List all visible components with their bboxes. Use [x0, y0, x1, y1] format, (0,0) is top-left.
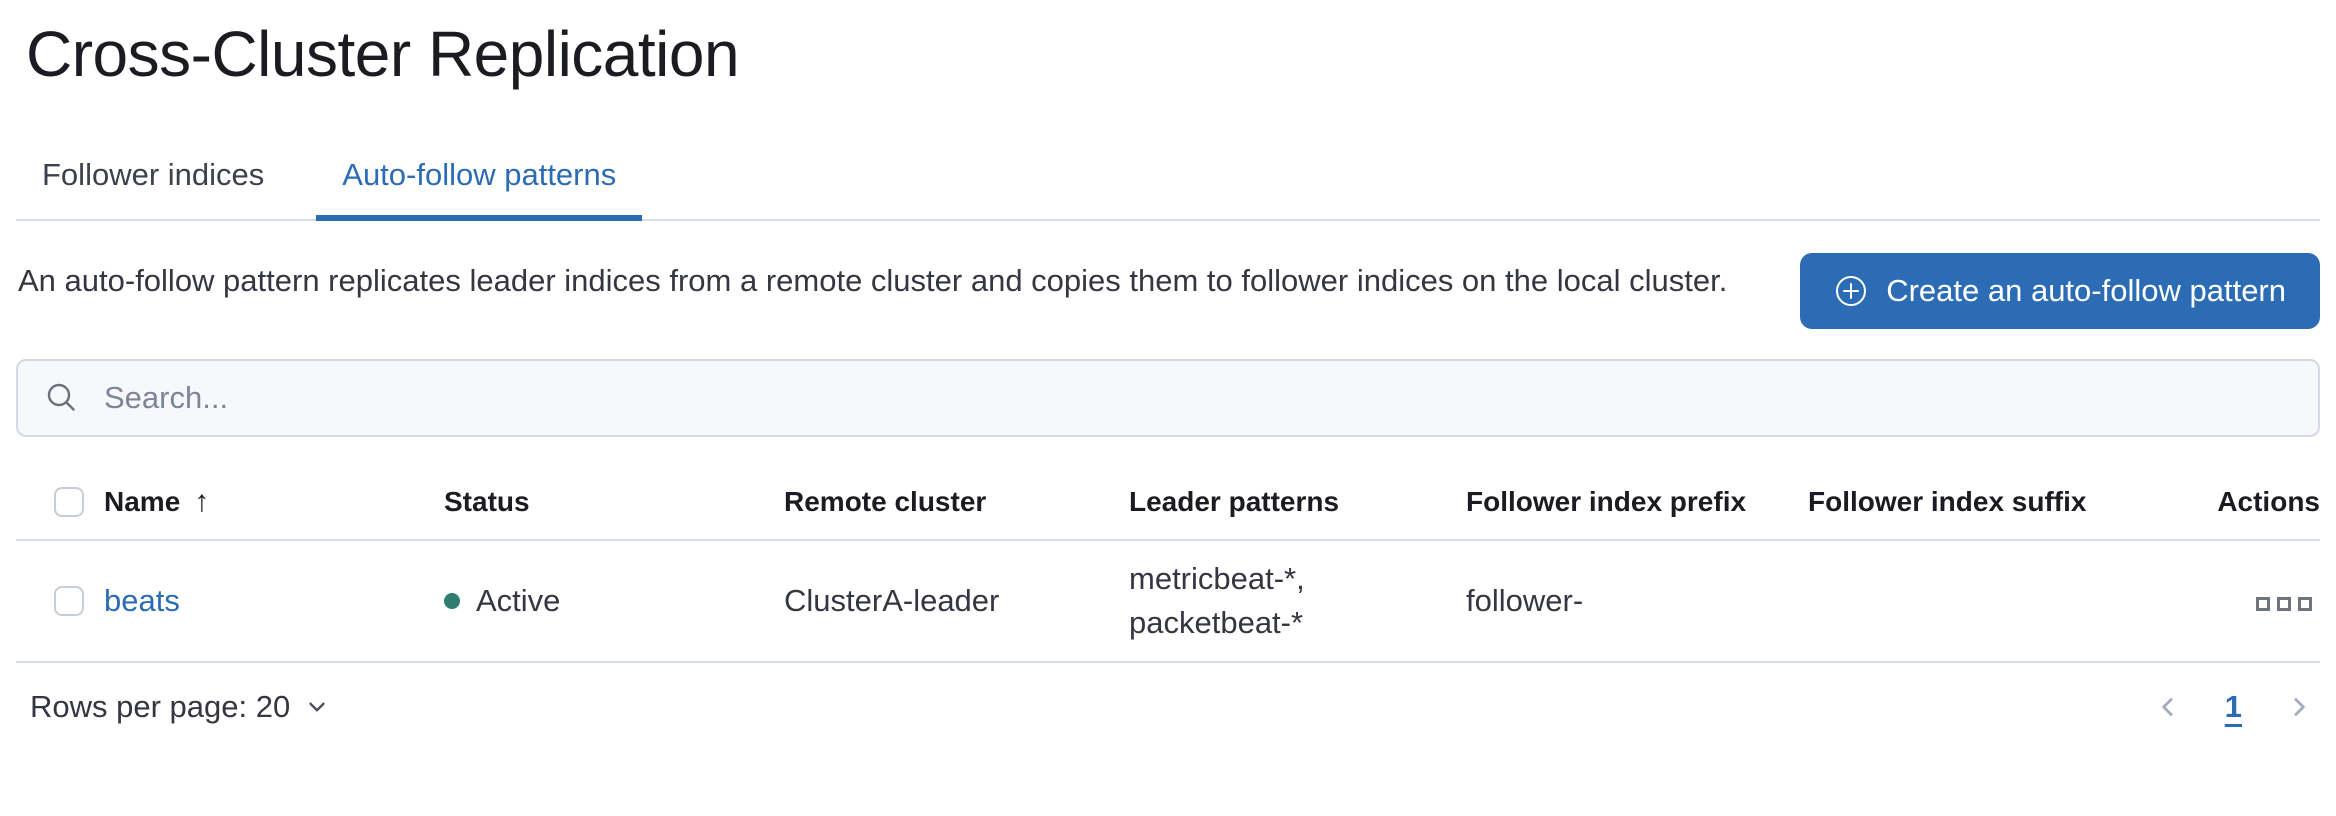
boxes-horizontal-icon: [2256, 597, 2270, 611]
page-description: An auto-follow pattern replicates leader…: [18, 263, 1728, 298]
chevron-right-icon: [2294, 698, 2305, 716]
leader-patterns-cell: metricbeat-*, packetbeat-*: [1129, 540, 1466, 663]
auto-follow-patterns-table: Name ↑ Status Remote cluster Leader patt…: [16, 459, 2320, 663]
pagination: 1: [2153, 689, 2320, 725]
table-footer: Rows per page: 20 1: [16, 689, 2320, 725]
follower-index-suffix-cell: [1808, 540, 2149, 663]
create-auto-follow-pattern-button[interactable]: Create an auto-follow pattern: [1800, 253, 2320, 329]
intro-section: An auto-follow pattern replicates leader…: [16, 253, 2320, 329]
column-header-name[interactable]: Name ↑: [104, 459, 444, 541]
cross-cluster-replication-page: Cross-Cluster Replication Follower indic…: [0, 16, 2336, 725]
column-header-name-label: Name: [104, 486, 181, 517]
row-actions-menu-button[interactable]: [2250, 591, 2318, 617]
column-header-follower-index-suffix: Follower index suffix: [1808, 459, 2149, 541]
previous-page-button[interactable]: [2153, 692, 2183, 722]
boxes-horizontal-icon: [2277, 597, 2291, 611]
chevron-left-icon: [2162, 698, 2173, 716]
follower-index-prefix-cell: follower-: [1466, 540, 1808, 663]
column-header-follower-index-prefix: Follower index prefix: [1466, 459, 1808, 541]
column-header-remote-cluster: Remote cluster: [784, 459, 1129, 541]
column-header-actions: Actions: [2149, 459, 2320, 541]
next-page-button[interactable]: [2284, 692, 2314, 722]
column-header-leader-patterns: Leader patterns: [1129, 459, 1466, 541]
search-input[interactable]: [102, 379, 2292, 417]
page-number-1[interactable]: 1: [2224, 689, 2242, 724]
tab-bar: Follower indices Auto-follow patterns: [16, 157, 2320, 221]
pattern-name-link[interactable]: beats: [104, 583, 180, 618]
select-all-checkbox[interactable]: [54, 487, 84, 517]
boxes-horizontal-icon: [2298, 597, 2312, 611]
column-header-status: Status: [444, 459, 784, 541]
row-checkbox[interactable]: [54, 586, 84, 616]
status-active-dot-icon: [444, 593, 460, 609]
create-button-label: Create an auto-follow pattern: [1886, 273, 2286, 308]
search-icon: [47, 383, 75, 411]
rows-per-page-button[interactable]: Rows per page: 20: [16, 689, 330, 725]
search-bar: [16, 359, 2320, 437]
rows-per-page-label: Rows per page: 20: [30, 689, 291, 724]
page-title: Cross-Cluster Replication: [26, 18, 740, 90]
plus-in-circle-icon: [1836, 276, 1867, 306]
sort-ascending-icon: ↑: [194, 485, 210, 518]
tab-auto-follow-patterns[interactable]: Auto-follow patterns: [316, 157, 643, 221]
status-label: Active: [476, 583, 561, 618]
chevron-down-icon: [309, 702, 325, 712]
table-row: beats Active ClusterA-leader metricbeat-…: [16, 540, 2320, 663]
tab-follower-indices[interactable]: Follower indices: [42, 157, 265, 192]
table-header-row: Name ↑ Status Remote cluster Leader patt…: [16, 459, 2320, 541]
status-badge: Active: [444, 579, 744, 623]
remote-cluster-cell: ClusterA-leader: [784, 540, 1129, 663]
